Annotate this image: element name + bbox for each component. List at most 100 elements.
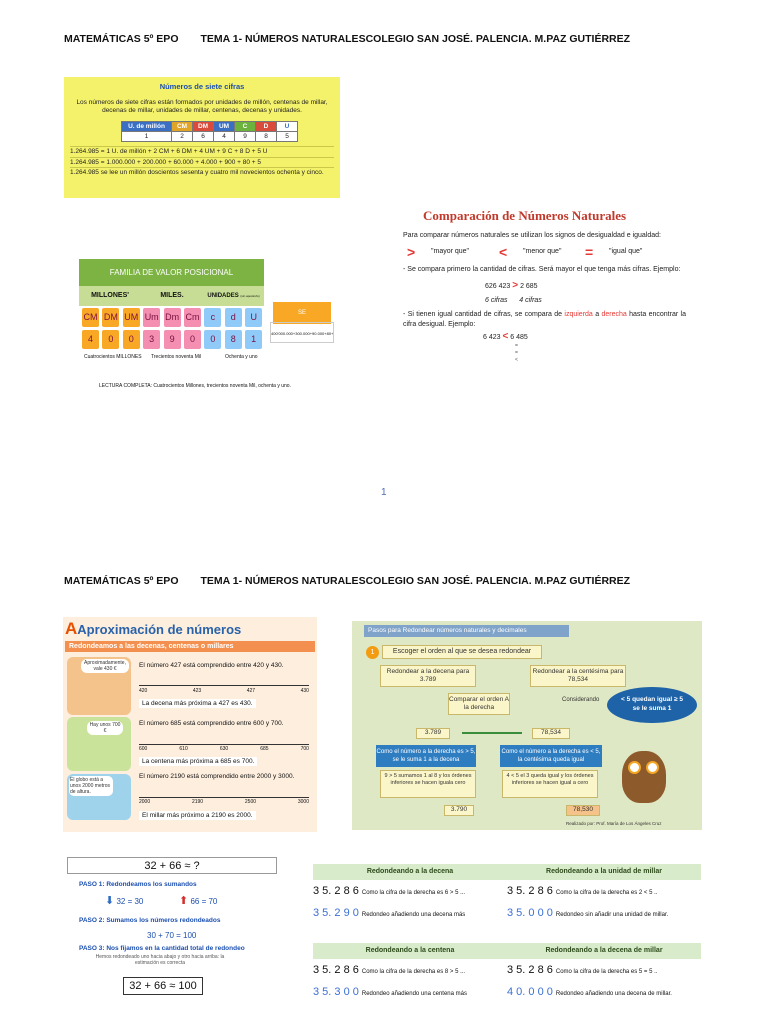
card-note: Como la cifra de la derecha es 6 > 5 ...: [361, 890, 466, 896]
card-number: 3 5. 2 8 6: [507, 885, 553, 897]
rule-box: Como el número a la derecha es > 5, se l…: [376, 745, 476, 767]
result-box: 3.790: [444, 805, 474, 816]
rounding-card: Redondeando a la unidad de millar 3 5. 2…: [507, 864, 701, 929]
full-reading: LECTURA COMPLETA: Cuatrocientos Millones…: [99, 383, 291, 389]
double-arrow: [462, 732, 522, 734]
digit-cell: 0: [102, 330, 120, 349]
column-head: UM: [122, 308, 140, 327]
digit-cell: 1: [245, 330, 263, 349]
rule-highlight: izquierda: [564, 311, 593, 318]
approximation-panel: AAproximación de números Redondeamos a l…: [63, 617, 317, 832]
example-number: 6 423: [483, 334, 501, 341]
tick-label: 610: [179, 746, 188, 752]
table-cell: 9: [234, 131, 256, 142]
group-label: MILES.: [141, 286, 203, 306]
subtitle-bar: Redondeamos a las decenas, centenas o mi…: [65, 641, 315, 652]
tick-label: 685: [260, 746, 269, 752]
table-cell: 8: [255, 131, 277, 142]
digit-cell: 8: [224, 330, 242, 349]
decomposition-line: 1.264.985 se lee un millón doscientos se…: [70, 167, 334, 178]
example-text: El número 2190 está comprendido entre 20…: [139, 773, 295, 780]
tick-label: 2190: [191, 799, 204, 805]
card-note: Como la cifra de la derecha es 2 < 5 ..: [555, 890, 658, 896]
rule-text: a: [592, 311, 602, 318]
read-label: Ochenta y uno: [225, 354, 258, 360]
example-number: 626 423: [485, 283, 511, 290]
digit-cell: 0: [204, 330, 222, 349]
result-box: 78,530: [566, 805, 600, 816]
number-box: 3.789: [416, 728, 450, 739]
tick-label: 430: [300, 688, 309, 694]
card-title: Redondeando a la unidad de millar: [507, 864, 701, 880]
sign-label: "menor que": [523, 248, 562, 255]
title-text: Aproximación de números: [77, 622, 242, 637]
digit-count-label: 6 cifras: [485, 297, 508, 304]
card-note: Redondeo añadiendo una decena más: [361, 912, 466, 918]
digit-cell: 3: [143, 330, 161, 349]
title-initial: A: [65, 619, 78, 638]
number-line: [139, 797, 309, 798]
card-number: 4 0. 0 0 0: [507, 986, 553, 998]
table-head: CM: [171, 121, 193, 132]
column-head: Cm: [184, 308, 201, 327]
group-note: (sin apostrofo): [240, 294, 260, 298]
answer: 32 + 66 ≈ 100: [123, 977, 203, 995]
column-head: CM: [82, 308, 99, 327]
card-note: Redondeo añadiendo una centena más: [361, 991, 467, 997]
number-box: 78,534: [532, 728, 570, 739]
table-head: U. de millón: [121, 121, 172, 132]
column-head: d: [224, 308, 242, 327]
rounded-value: 66 = 70: [190, 897, 218, 906]
less-sign: <: [499, 244, 508, 260]
example-one: 626 423 > 2 685: [485, 281, 686, 292]
rule-text: hasta encontrar la cifra desigual. Ejemp…: [403, 311, 686, 328]
digit-cell: 0: [122, 330, 140, 349]
tick-label: 600: [139, 746, 148, 752]
result-text: La centena más próxima a 685 es 700.: [139, 757, 258, 766]
intro-text: Para comparar números naturales se utili…: [403, 232, 661, 239]
panel-description: Los números de siete cifras están formad…: [76, 99, 328, 114]
up-arrow-icon: ⬆: [179, 895, 189, 907]
compare-box: Comparar el orden A la derecha: [448, 693, 510, 715]
card-number: 3 5. 0 0 0: [507, 907, 553, 919]
rounded-value: 32 = 30: [116, 897, 144, 906]
tick-label: 420: [139, 688, 148, 694]
tick-label: 700: [300, 746, 309, 752]
header-topic: TEMA 1- NÚMEROS NATURALESCOLEGIO SAN JOS…: [200, 575, 631, 587]
credit: Realizado por: Prof. María de Los Ángele…: [566, 821, 662, 826]
place-value-table: U. de millón CM DM UM C D U 1 2 6 4 9 8 …: [121, 121, 298, 142]
compare-mark: =: [515, 343, 518, 349]
example-number: 2 685: [520, 283, 538, 290]
rule-one: - Se compara primero la cantidad de cifr…: [403, 266, 681, 273]
digit-count-label: 4 cifras: [519, 297, 542, 304]
table-head: D: [255, 121, 277, 132]
example-sign: <: [502, 331, 509, 342]
result-text: La decena más próxima a 427 es 430.: [139, 699, 256, 708]
panel-title: AAproximación de números: [65, 619, 241, 639]
table-head: DM: [192, 121, 214, 132]
example-text: El número 427 está comprendido entre 420…: [139, 662, 284, 669]
panel-title: Comparación de Números Naturales: [423, 208, 627, 223]
digit-cell: 0: [184, 330, 201, 349]
signs-row: > "mayor que" < "menor que" = "igual que…: [403, 244, 686, 260]
tick-label: 630: [219, 746, 229, 752]
rule-text: - Si tienen igual cantidad de cifras, se…: [403, 311, 565, 318]
card-number: 3 5. 2 8 6: [313, 964, 359, 976]
table-head: UM: [213, 121, 235, 132]
step-box: Escoger el orden al que se desea redonde…: [382, 645, 542, 659]
example-box: Redondear a la decena para 3.789: [380, 665, 476, 687]
estimation-panel: 32 + 66 ≈ ? PASO 1: Redondeamos los suma…: [65, 857, 280, 1000]
tick-label: 3000: [297, 799, 309, 805]
rule-box: Como el número a la derecha es < 5, la c…: [500, 745, 602, 767]
header-topic: TEMA 1- NÚMEROS NATURALESCOLEGIO SAN JOS…: [200, 33, 631, 45]
header-subject: MATEMÁTICAS 5º EPO: [64, 575, 179, 587]
table-cell: 5: [276, 131, 298, 142]
page-number: 1: [381, 487, 387, 498]
